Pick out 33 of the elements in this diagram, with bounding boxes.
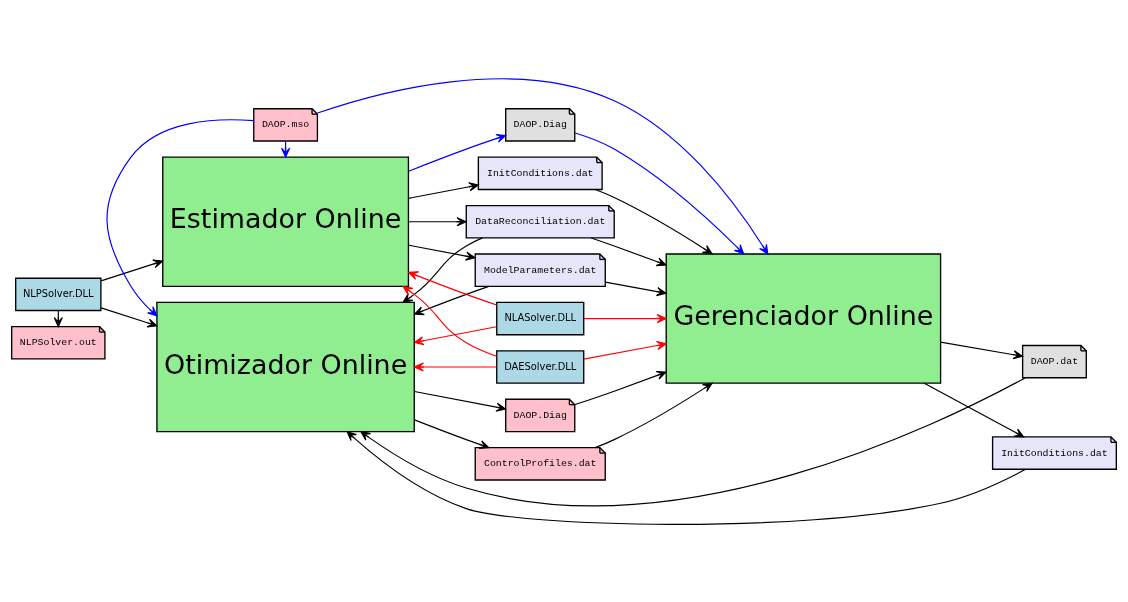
arrow [574,370,667,405]
node-box: Otimizador Online [156,301,415,432]
arrow [402,236,483,303]
arrow [408,133,507,172]
arrow [407,181,479,199]
arrow [106,118,255,316]
arrow [360,376,1026,506]
node-box: DAESolver.DLL [496,349,585,384]
node-box: NLPSolver.DLL [15,277,102,311]
node-box: Estimador Online [162,156,410,287]
arrow [413,390,507,412]
arrow [940,341,1024,359]
arrow [413,325,498,345]
arrow [317,77,769,255]
arrow [407,244,476,261]
arrow [583,313,667,323]
arrow [594,382,713,448]
arrow [594,188,713,254]
arrow [413,361,498,372]
arrow [407,216,467,226]
node-box: Gerenciador Online [665,252,942,384]
arrow [923,382,1025,437]
arrow [402,285,498,357]
node-box: NLASolver.DLL [496,301,585,335]
arrow [604,281,667,296]
arrow [408,270,498,306]
arrow [346,430,1027,525]
arrow [413,418,490,449]
arrow [574,131,745,254]
arrow [583,340,667,360]
arrow [100,258,164,281]
arrow [100,306,158,327]
arrow [413,285,490,315]
